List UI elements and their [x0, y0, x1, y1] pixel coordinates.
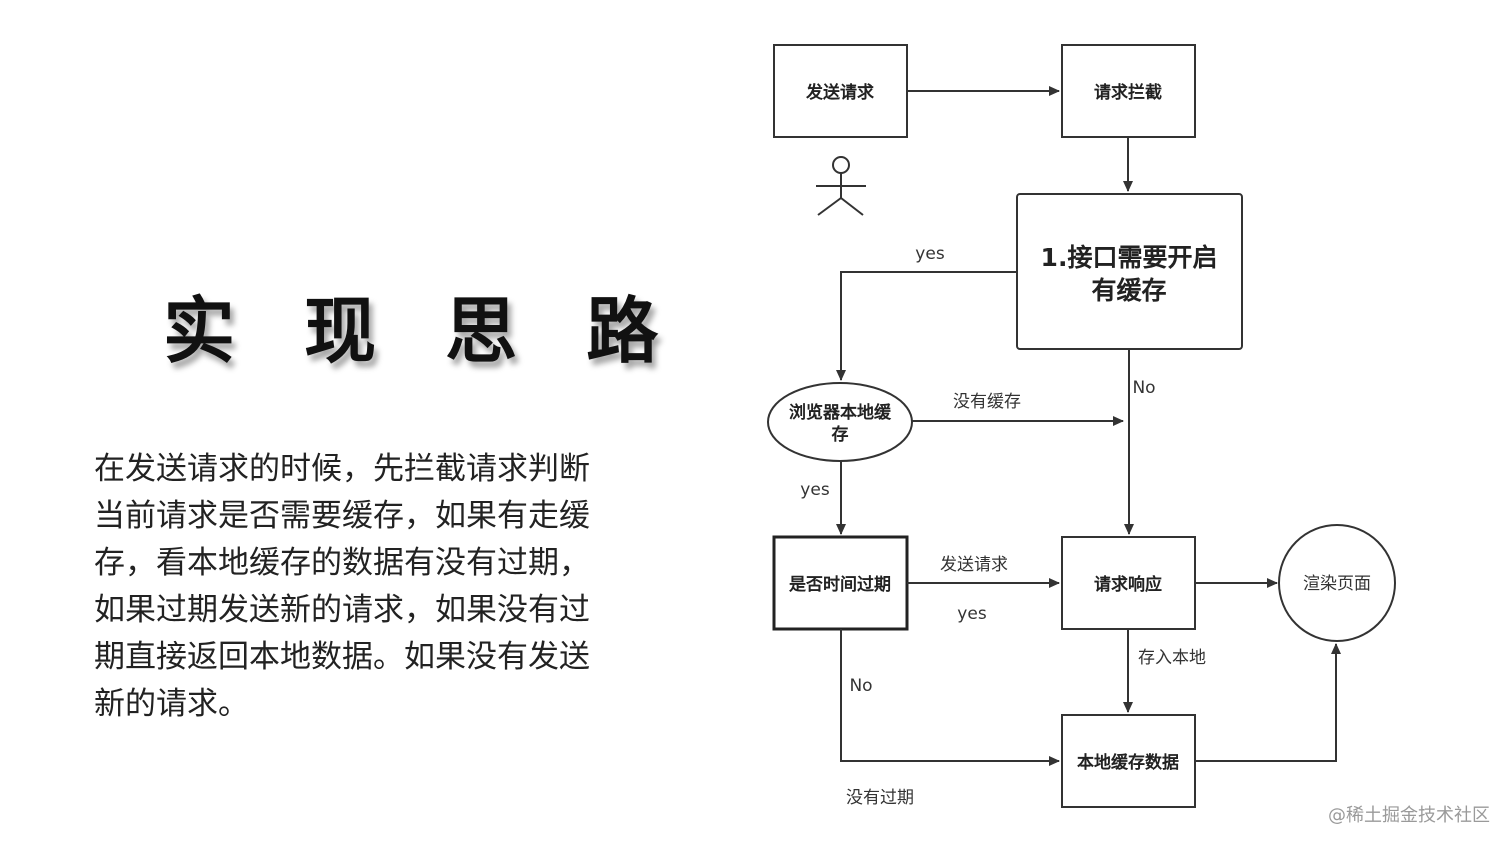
node-need-cache: 1.接口需要开启 有缓存: [1016, 193, 1243, 350]
node-intercept-label: 请求拦截: [1094, 82, 1162, 103]
node-send-request: 发送请求: [773, 44, 908, 138]
node-local-cache-data: 本地缓存数据: [1061, 714, 1196, 808]
edge-label-browser-cache-yes: yes: [800, 480, 830, 500]
node-render-label: 渲染页面: [1303, 574, 1371, 594]
node-need-cache-label-2: 有缓存: [1091, 276, 1166, 305]
edge-not-expired: [840, 629, 1060, 766]
description-line: 当前请求是否需要缓存，如果有走缓: [94, 498, 590, 534]
edge-label-expired-send: 发送请求: [940, 555, 1008, 575]
edge-need-cache-yes: [836, 271, 1017, 381]
description-line: 新的请求。: [94, 686, 249, 722]
edge-cache-to-render: [1195, 643, 1341, 762]
node-browser-cache-label-1: 浏览器本地缓: [789, 402, 892, 423]
node-render: 渲染页面: [1278, 524, 1396, 642]
edge-label-expired-yes: yes: [957, 604, 987, 624]
slide-title: 实 现 思 路: [163, 289, 681, 373]
node-send-request-label: 发送请求: [805, 82, 874, 103]
watermark: @稀土掘金技术社区: [1328, 805, 1490, 826]
node-browser-cache: 浏览器本地缓 存: [767, 382, 913, 462]
edge-label-no-cache: 没有缓存: [953, 392, 1021, 412]
description-text: 在发送请求的时候，先拦截请求判断 当前请求是否需要缓存，如果有走缓 存，看本地缓…: [94, 446, 642, 728]
description-line: 期直接返回本地数据。如果没有发送: [94, 639, 590, 675]
description-line: 在发送请求的时候，先拦截请求判断: [94, 451, 590, 487]
node-response-label: 请求响应: [1094, 574, 1162, 595]
edge-label-need-cache-no: No: [1132, 378, 1155, 398]
node-is-expired: 是否时间过期: [772, 535, 909, 631]
description-line: 如果过期发送新的请求，如果没有过: [94, 592, 590, 628]
node-is-expired-label: 是否时间过期: [789, 574, 891, 595]
edge-label-need-cache-yes: yes: [915, 244, 945, 264]
node-need-cache-label-1: 1.接口需要开启: [1041, 243, 1218, 272]
description-line: 存，看本地缓存的数据有没有过期，: [94, 545, 590, 581]
node-intercept: 请求拦截: [1061, 44, 1196, 138]
node-browser-cache-label-2: 存: [832, 424, 849, 445]
node-response: 请求响应: [1061, 536, 1196, 630]
user-figure-icon: [816, 156, 866, 216]
edge-label-store-local: 存入本地: [1138, 648, 1206, 668]
edge-label-expired-no: No: [849, 676, 872, 696]
edge-label-not-expired: 没有过期: [846, 788, 914, 808]
node-local-cache-data-label: 本地缓存数据: [1077, 752, 1179, 773]
